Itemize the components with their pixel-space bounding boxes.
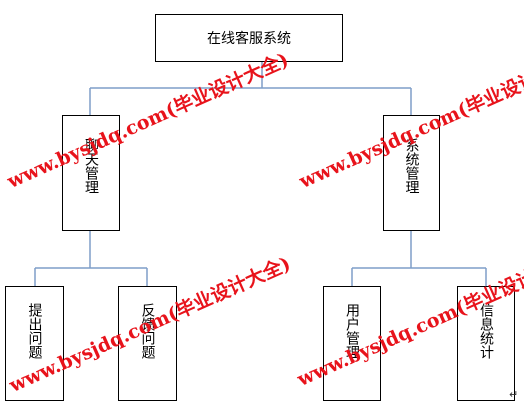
paragraph-mark-icon: ↵	[509, 388, 519, 401]
branch-node-system: 系统管理	[383, 115, 440, 231]
branch-node-chat: 聊天管理	[62, 115, 120, 231]
leaf-node-stats-label: 信息统计	[478, 303, 494, 359]
branch-node-system-label: 系统管理	[403, 138, 420, 194]
root-node: 在线客服系统	[155, 14, 343, 62]
leaf-node-feedback: 反馈问题	[118, 286, 177, 401]
root-node-label: 在线客服系统	[207, 31, 291, 47]
leaf-node-users: 用户管理	[323, 286, 381, 401]
leaf-node-users-label: 用户管理	[344, 303, 360, 359]
leaf-node-feedback-label: 反馈问题	[139, 303, 156, 359]
leaf-node-ask-label: 提出问题	[26, 303, 43, 359]
leaf-node-ask: 提出问题	[5, 286, 64, 401]
branch-node-chat-label: 聊天管理	[83, 138, 99, 194]
leaf-node-stats: 信息统计	[457, 286, 515, 401]
